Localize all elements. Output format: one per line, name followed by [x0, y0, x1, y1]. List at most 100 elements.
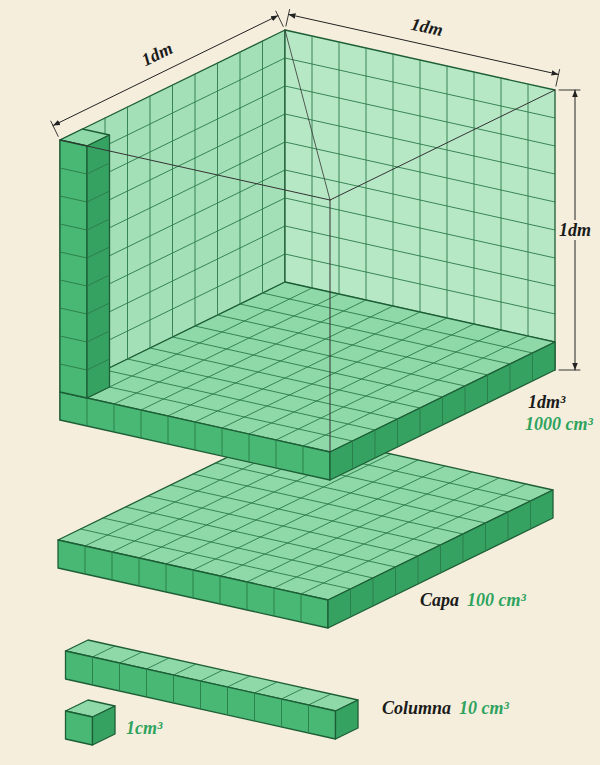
cube-edge: [60, 140, 330, 200]
volume-label: 1dm³: [526, 392, 567, 412]
grid-line: [487, 375, 488, 403]
grid-line: [141, 410, 142, 438]
grid-line: [227, 687, 228, 715]
grid-line: [112, 552, 113, 580]
grid-line: [87, 303, 110, 314]
extension-line: [559, 370, 580, 371]
grid-line: [220, 576, 221, 604]
grid-line: [146, 669, 147, 697]
extension-line: [276, 11, 283, 26]
grid-line: [201, 670, 224, 681]
grid-line: [222, 428, 223, 456]
dimension-label: 1dm: [136, 37, 177, 71]
cube-diagonal: [285, 30, 330, 200]
corner-column-front: [60, 140, 87, 398]
grid-line: [485, 523, 486, 551]
grid-line: [308, 705, 309, 733]
grid-line: [120, 652, 143, 663]
floor-slab-front: [60, 392, 330, 480]
grid-line: [510, 364, 511, 392]
grid-line: [60, 168, 87, 174]
grid-line: [442, 397, 443, 425]
grid-line: [87, 163, 110, 174]
grid-line: [303, 446, 304, 474]
column-side: [336, 700, 359, 739]
volume-label: 1000 cm³: [523, 414, 595, 434]
grid-line: [228, 676, 251, 687]
grid-line: [285, 114, 555, 174]
dimension-label: 1dm: [407, 13, 446, 40]
volume-label: 100 cm³: [465, 590, 528, 610]
layer-side: [328, 490, 553, 628]
volume-label: Columna: [380, 698, 453, 718]
grid-line: [87, 247, 110, 258]
volume-label: Capa: [418, 590, 461, 610]
grid-line: [465, 386, 466, 414]
grid-line: [255, 682, 278, 693]
grid-line: [87, 398, 88, 426]
grid-line: [420, 408, 421, 436]
unit-cube-side: [93, 706, 116, 745]
grid-line: [285, 58, 555, 118]
grid-line: [92, 657, 93, 685]
grid-line: [60, 196, 87, 202]
floor-slab-side: [330, 342, 555, 480]
grid-line: [285, 226, 555, 286]
extension-line: [559, 90, 580, 91]
grid-line: [276, 440, 277, 468]
grid-line: [282, 688, 305, 699]
grid-line: [173, 675, 174, 703]
volume-label: 1cm³: [124, 718, 164, 738]
grid-line: [395, 567, 396, 595]
grid-line: [309, 694, 332, 705]
grid-line: [93, 646, 116, 657]
grid-line: [254, 693, 255, 721]
grid-line: [174, 664, 197, 675]
grid-line: [60, 308, 87, 314]
grid-line: [530, 501, 531, 529]
grid-line: [139, 558, 140, 586]
cube-edge: [330, 90, 555, 200]
grid-line: [285, 142, 555, 202]
grid-line: [200, 681, 201, 709]
grid-line: [301, 594, 302, 622]
grid-line: [87, 191, 110, 202]
grid-line: [285, 170, 555, 230]
grid-line: [375, 430, 376, 458]
grid-line: [87, 219, 110, 230]
grid-line: [532, 353, 533, 381]
grid-line: [274, 588, 275, 616]
grid-line: [397, 419, 398, 447]
grid-line: [373, 578, 374, 606]
grid-line: [281, 699, 282, 727]
extension-line: [556, 70, 560, 87]
grid-line: [285, 198, 555, 258]
grid-line: [418, 556, 419, 584]
grid-line: [166, 564, 167, 592]
grid-line: [247, 582, 248, 610]
grid-line: [60, 280, 87, 286]
grid-line: [249, 434, 250, 462]
dimension-label: 1dm: [557, 220, 593, 240]
grid-line: [60, 336, 87, 342]
grid-line: [350, 589, 351, 617]
grid-line: [508, 512, 509, 540]
grid-line: [440, 545, 441, 573]
grid-line: [60, 252, 87, 258]
grid-line: [147, 658, 170, 669]
grid-line: [87, 331, 110, 342]
grid-line: [168, 416, 169, 444]
grid-line: [114, 404, 115, 432]
grid-line: [195, 422, 196, 450]
grid-line: [285, 86, 555, 146]
cube-edge: [330, 200, 331, 452]
grid-line: [60, 364, 87, 370]
dimension-line: [53, 16, 278, 126]
extension-line: [286, 10, 290, 27]
grid-line: [352, 441, 353, 469]
grid-line: [87, 275, 110, 286]
grid-line: [60, 224, 87, 230]
grid-line: [85, 546, 86, 574]
grid-line: [463, 534, 464, 562]
